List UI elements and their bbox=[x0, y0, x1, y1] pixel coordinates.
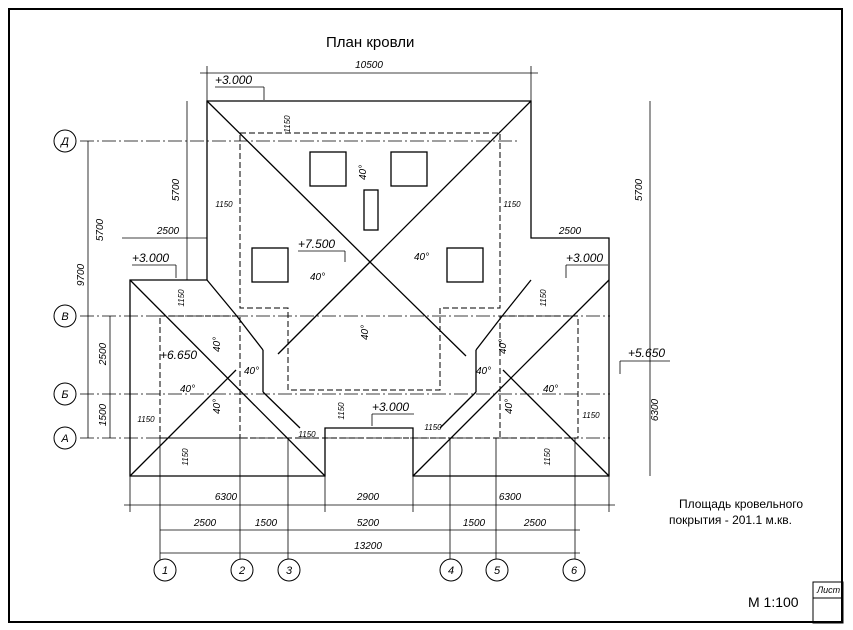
slope-mark: 40° bbox=[498, 339, 509, 354]
hip-line bbox=[369, 261, 467, 357]
dim-1150: 1150 bbox=[137, 415, 155, 424]
hip-line bbox=[277, 261, 371, 355]
dim-1500-v: 1500 bbox=[98, 403, 109, 426]
slope-mark: 40° bbox=[358, 165, 369, 180]
roof-outline bbox=[129, 100, 610, 477]
dim-13200: 13200 bbox=[354, 541, 382, 552]
dim-6300-bottom-right: 6300 bbox=[499, 492, 522, 503]
drawing-frame bbox=[8, 8, 843, 623]
dim-1150: 1150 bbox=[582, 411, 600, 420]
level-mark: +5.650 bbox=[628, 346, 665, 360]
skylight bbox=[446, 247, 484, 283]
hip-line bbox=[129, 369, 237, 477]
axis-bubble-4 bbox=[439, 558, 463, 582]
axis-label: А bbox=[60, 433, 68, 445]
dim-1500-axis-b: 1500 bbox=[463, 518, 486, 529]
axis-label: 5 bbox=[494, 565, 501, 577]
dim-2500-right: 2500 bbox=[558, 226, 582, 237]
slope-mark: 40° bbox=[244, 366, 259, 377]
slope-mark: 40° bbox=[543, 384, 558, 395]
dim-2900: 2900 bbox=[356, 492, 380, 503]
slope-mark: 40° bbox=[310, 272, 325, 283]
page-title: План кровли bbox=[326, 34, 415, 51]
dim-5700-left: 5700 bbox=[171, 178, 182, 201]
dim-2500-v: 2500 bbox=[98, 342, 109, 366]
slope-mark: 40° bbox=[360, 325, 371, 340]
skylight bbox=[251, 247, 289, 283]
dim-1150: 1150 bbox=[283, 115, 292, 133]
dim-1150: 1150 bbox=[177, 289, 186, 307]
hip-line bbox=[369, 100, 532, 263]
dim-6300-bottom-left: 6300 bbox=[215, 492, 238, 503]
axis-bubble-b bbox=[53, 382, 77, 406]
slope-mark: 40° bbox=[414, 252, 429, 263]
area-note-line2: покрытия - 201.1 м.кв. bbox=[669, 513, 792, 527]
dim-1150: 1150 bbox=[181, 448, 190, 466]
hip-line bbox=[502, 369, 610, 477]
dim-2500-axis-a: 2500 bbox=[193, 518, 217, 529]
axis-bubble-3 bbox=[277, 558, 301, 582]
dim-5200: 5200 bbox=[357, 518, 380, 529]
axis-bubble-6 bbox=[562, 558, 586, 582]
level-mark: +3.000 bbox=[372, 400, 409, 414]
axis-label: Д bbox=[59, 136, 69, 148]
level-mark: +6.650 bbox=[160, 348, 197, 362]
slope-mark: 40° bbox=[212, 337, 223, 352]
dim-1500-axis-a: 1500 bbox=[255, 518, 278, 529]
sheet-box bbox=[812, 581, 844, 624]
axis-label: 2 bbox=[238, 565, 245, 577]
slope-mark: 40° bbox=[212, 399, 223, 414]
axis-bubble-1 bbox=[153, 558, 177, 582]
axis-bubble-d bbox=[53, 129, 77, 153]
axis-bubble-a bbox=[53, 426, 77, 450]
dim-1150: 1150 bbox=[503, 200, 521, 209]
dim-1150: 1150 bbox=[215, 200, 233, 209]
axis-bubble-2 bbox=[230, 558, 254, 582]
area-note-line1: Площадь кровельного bbox=[679, 497, 804, 511]
dim-5700-right: 5700 bbox=[634, 178, 645, 201]
axis-label: 3 bbox=[286, 565, 293, 577]
slope-mark: 40° bbox=[180, 384, 195, 395]
skylight bbox=[390, 151, 428, 187]
dim-5700-axis: 5700 bbox=[95, 218, 106, 241]
dim-2500-axis-b: 2500 bbox=[523, 518, 547, 529]
hip-line bbox=[206, 100, 371, 263]
slope-mark: 40° bbox=[504, 399, 515, 414]
dim-2500-left: 2500 bbox=[156, 226, 180, 237]
level-mark: +7.500 bbox=[298, 237, 335, 251]
level-mark: +3.000 bbox=[215, 73, 252, 87]
dim-1150: 1150 bbox=[337, 402, 346, 420]
sheet-label: Лист bbox=[817, 585, 841, 595]
dim-1150: 1150 bbox=[539, 289, 548, 307]
axis-label: 1 bbox=[162, 565, 168, 577]
level-mark: +3.000 bbox=[566, 251, 603, 265]
chimney bbox=[363, 189, 379, 231]
axis-bubble-v bbox=[53, 304, 77, 328]
dim-6300-right: 6300 bbox=[650, 398, 661, 421]
axis-label: 4 bbox=[448, 565, 454, 577]
axis-label: Б bbox=[61, 389, 68, 401]
axis-bubble-5 bbox=[485, 558, 509, 582]
axis-label: 6 bbox=[571, 565, 578, 577]
dim-9700: 9700 bbox=[76, 263, 87, 286]
dim-10500: 10500 bbox=[355, 60, 383, 71]
dim-1150: 1150 bbox=[543, 448, 552, 466]
axis-label: В bbox=[61, 311, 68, 323]
dim-1150: 1150 bbox=[298, 430, 316, 439]
scale-label: М 1:100 bbox=[748, 594, 799, 610]
slope-mark: 40° bbox=[476, 366, 491, 377]
level-mark: +3.000 bbox=[132, 251, 169, 265]
skylight bbox=[309, 151, 347, 187]
dim-1150: 1150 bbox=[424, 423, 442, 432]
